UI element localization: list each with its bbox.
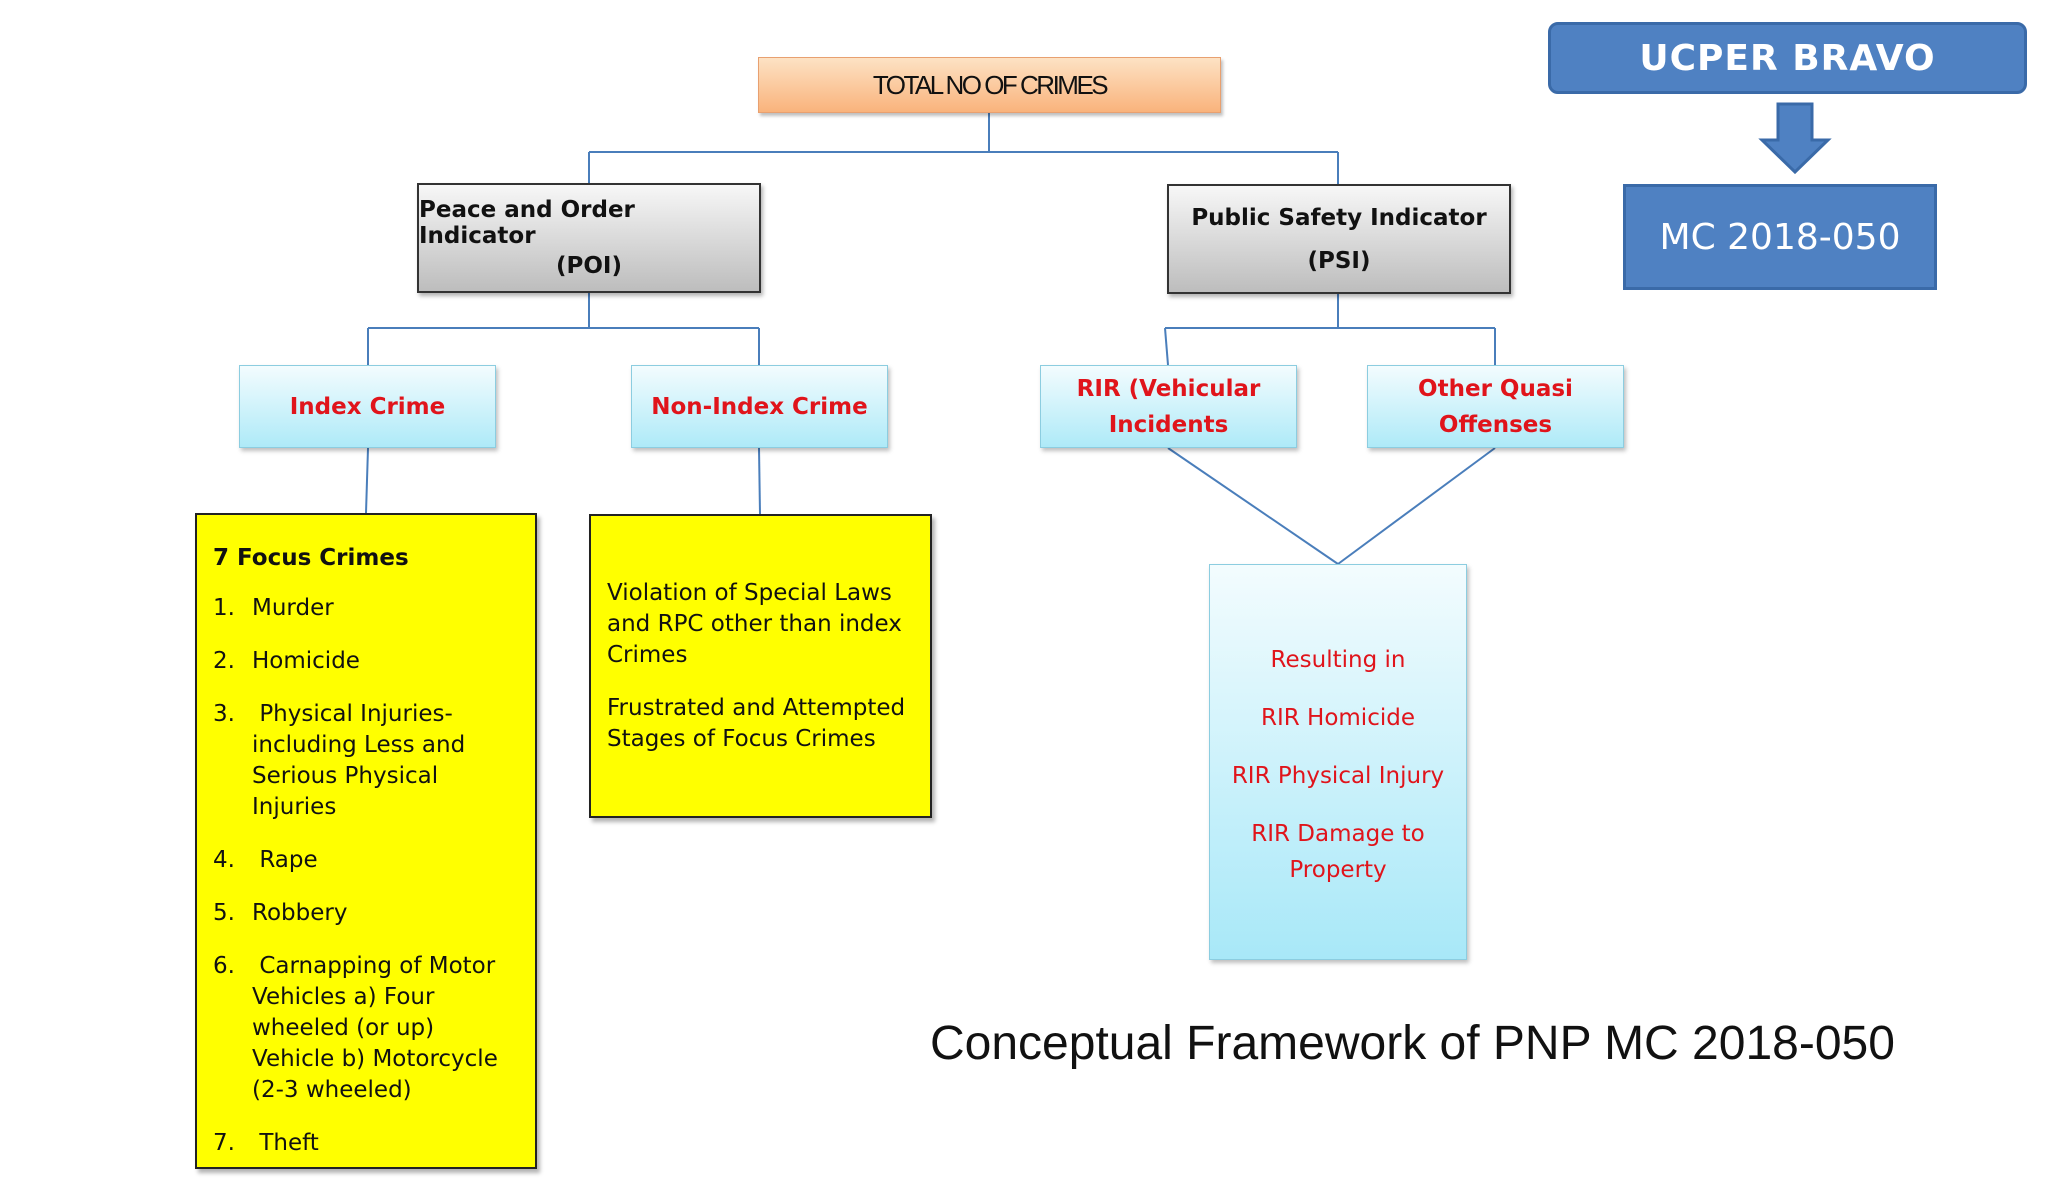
rir-box: RIR (Vehicular Incidents — [1040, 365, 1297, 448]
arrow-down-icon — [1758, 102, 1832, 175]
connector-to-rir — [1164, 327, 1169, 366]
mc-label: MC 2018-050 — [1659, 216, 1901, 258]
resulting-line2: RIR Homicide — [1260, 705, 1415, 731]
list-item-text: Theft — [252, 1130, 319, 1156]
other-quasi-line1: Other Quasi — [1418, 375, 1573, 402]
list-item: 2. Homicide — [213, 646, 519, 677]
total-crimes-label: TOTAL NO OF CRIMES — [872, 69, 1109, 100]
poi-title: Peace and Order Indicator — [419, 197, 635, 249]
list-item-text: Homicide — [252, 648, 360, 674]
psi-box: Public Safety Indicator (PSI) — [1167, 184, 1511, 294]
poi-abbrev: (POI) — [556, 253, 622, 279]
list-item-number: 7. — [213, 1130, 235, 1156]
non-index-detail-box: Violation of Special Laws and RPC other … — [589, 514, 932, 818]
mc-box: MC 2018-050 — [1623, 184, 1937, 290]
index-crime-box: Index Crime — [239, 365, 496, 448]
list-item: 7. Theft — [213, 1128, 519, 1159]
non-index-detail-para1: Violation of Special Laws and RPC other … — [607, 580, 902, 668]
resulting-line3: RIR Physical Injury — [1231, 763, 1445, 789]
poi-box: Peace and Order Indicator (POI) — [417, 183, 761, 293]
list-item-number: 3. — [213, 701, 235, 727]
non-index-crime-label: Non-Index Crime — [651, 393, 868, 420]
list-item: 6. Carnapping of Motor Vehicles a) Four … — [213, 951, 519, 1106]
connector-rir-to-result — [1167, 447, 1339, 565]
connector-quasi-to-result — [1337, 447, 1496, 565]
list-item-text: Rape — [252, 847, 318, 873]
list-item-text: Carnapping of Motor Vehicles a) Four whe… — [252, 953, 506, 1103]
connector-nonindex-to-detail — [758, 447, 761, 515]
list-item-text: Physical Injuries-including Less and Ser… — [252, 701, 473, 820]
list-item-number: 2. — [213, 648, 235, 674]
ucper-bravo-banner: UCPER BRAVO — [1548, 22, 2027, 94]
rir-line1: RIR (Vehicular — [1076, 375, 1261, 402]
list-item-number: 1. — [213, 595, 235, 621]
other-quasi-line2: Offenses — [1438, 411, 1553, 438]
list-item-number: 5. — [213, 900, 235, 926]
list-item: 5. Robbery — [213, 898, 519, 929]
focus-crimes-heading: 7 Focus Crimes — [213, 545, 409, 571]
index-crime-label: Index Crime — [289, 393, 446, 420]
resulting-line4: RIR Damage to Property — [1251, 821, 1425, 883]
resulting-line1: Resulting in — [1270, 647, 1406, 673]
list-item: 1. Murder — [213, 593, 519, 624]
ucper-bravo-label: UCPER BRAVO — [1639, 37, 1936, 79]
psi-abbrev: (PSI) — [1307, 247, 1371, 274]
total-crimes-box: TOTAL NO OF CRIMES — [758, 57, 1221, 113]
list-item-number: 4. — [213, 847, 235, 873]
rir-line2: Incidents — [1108, 411, 1229, 438]
psi-title: Public Safety Indicator — [1191, 204, 1487, 231]
resulting-box: Resulting in RIR Homicide RIR Physical I… — [1209, 564, 1467, 960]
other-quasi-box: Other Quasi Offenses — [1367, 365, 1624, 448]
list-item: 4. Rape — [213, 845, 519, 876]
list-item-number: 6. — [213, 953, 235, 979]
non-index-crime-box: Non-Index Crime — [631, 365, 888, 448]
diagram-caption: Conceptual Framework of PNP MC 2018-050 — [930, 1017, 1895, 1070]
list-item-text: Robbery — [252, 900, 348, 926]
list-item-text: Murder — [252, 595, 334, 621]
connector-index-to-focus — [365, 447, 369, 514]
list-item: 3. Physical Injuries-including Less and … — [213, 699, 519, 823]
focus-crimes-box: 7 Focus Crimes 1. Murder 2. Homicide 3. … — [195, 513, 537, 1169]
non-index-detail-para2: Frustrated and Attempted Stages of Focus… — [607, 695, 906, 752]
